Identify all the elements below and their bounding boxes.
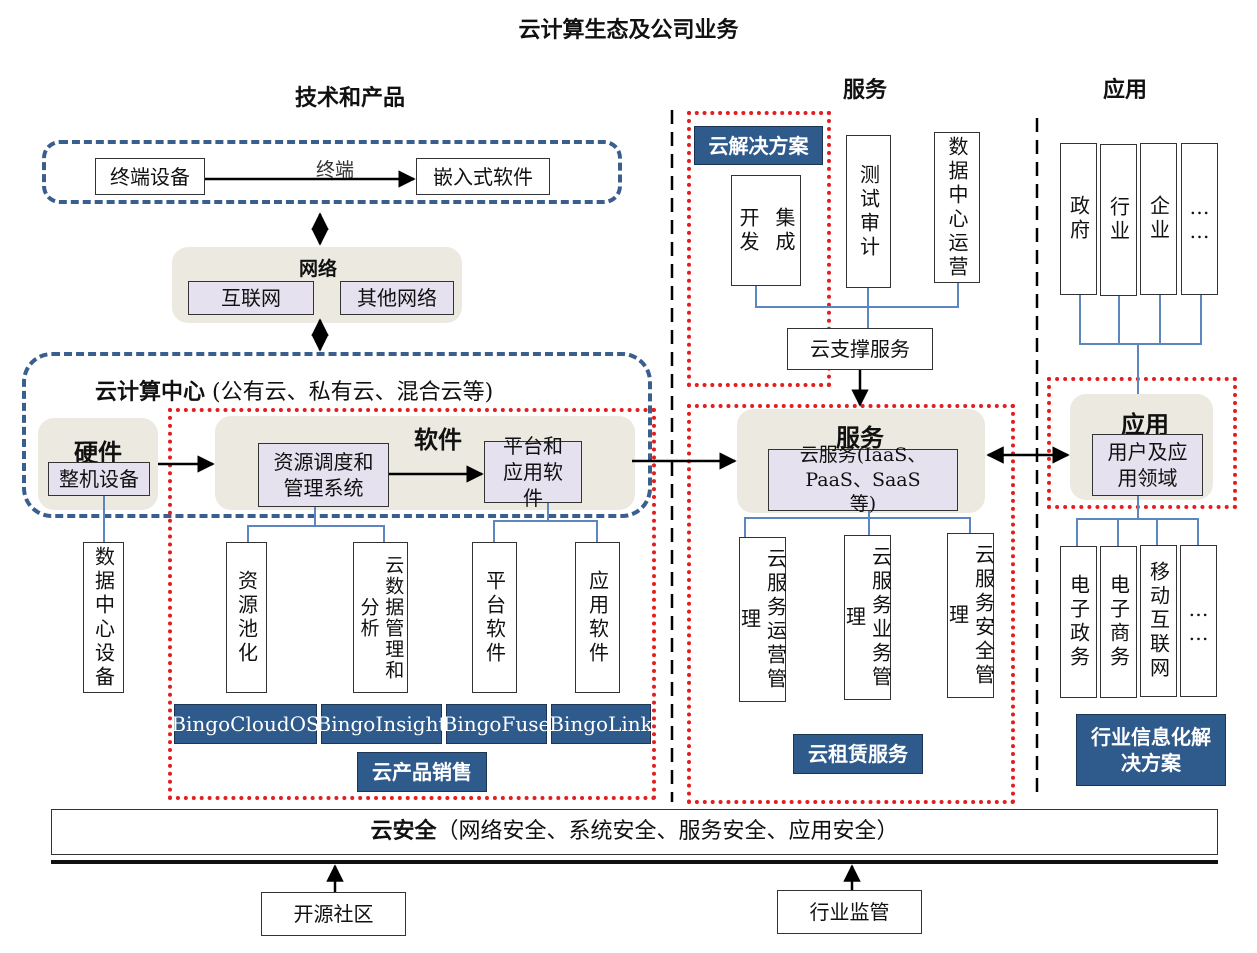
- security-label-rest: （网络安全、系统安全、服务安全、应用安全）: [436, 818, 899, 844]
- dc-operation-box: 数据中心运营: [934, 132, 980, 283]
- cloud-service-box: 云服务(IaaS、PaaS、SaaS 等): [768, 444, 958, 515]
- integration-text: 集成: [772, 206, 796, 255]
- datacenter-label-rest: (公有云、私有云、混合云等): [212, 380, 494, 405]
- section-heading-service: 服务: [842, 78, 887, 103]
- other-network-box: 其他网络: [340, 281, 454, 315]
- users-domain-box: 用户及应用领域: [1092, 434, 1203, 496]
- cloud-security-bar: 云安全 （网络安全、系统安全、服务安全、应用安全）: [51, 809, 1218, 855]
- dev-integration-box: 开发 集成: [731, 175, 801, 286]
- embedded-software-box: 嵌入式软件: [416, 158, 550, 195]
- datacenter-label-bold: 云计算中心: [95, 380, 206, 405]
- cloud-support-box: 云支撑服务: [787, 328, 933, 370]
- datacenter-label: 云计算中心 (公有云、私有云、混合云等): [95, 374, 615, 406]
- solutions-badge: 云解决方案: [694, 126, 823, 165]
- internet-box: 互联网: [188, 281, 314, 315]
- app-bottom-item-mobile: 移动互联网: [1140, 545, 1177, 697]
- software-item-data-mgmt: 云数据管理和分析: [353, 542, 408, 693]
- software-item-platform: 平台软件: [472, 542, 517, 693]
- machine-box: 整机设备: [48, 462, 150, 496]
- app-top-item-more: ……: [1181, 143, 1218, 295]
- dev-text: 开发: [736, 206, 760, 255]
- product-bingolink: BingoLink: [549, 704, 653, 744]
- product-bingoinsight: BingoInsight: [317, 704, 447, 744]
- software-item-application: 应用软件: [575, 542, 620, 693]
- service-item-business: 云服务业务管理: [843, 535, 893, 700]
- dc-equipment-box: 数据中心设备: [83, 542, 124, 693]
- network-label: 网络: [298, 258, 337, 280]
- lease-region: [687, 404, 1015, 804]
- divider-line: [51, 860, 1218, 864]
- open-source-box: 开源社区: [261, 892, 406, 936]
- section-heading-app: 应用: [1102, 78, 1147, 103]
- data-mgmt-text: 云数据管理和分析: [357, 554, 405, 681]
- solutions-region: [687, 111, 831, 387]
- security-label-bold: 云安全: [370, 818, 437, 844]
- section-heading-tech: 技术和产品: [294, 86, 405, 111]
- app-top-item-enterprise: 企业: [1140, 143, 1177, 295]
- app-bottom-item-ecommerce: 电子商务: [1100, 546, 1137, 698]
- service-item-security: 云服务安全管理: [946, 533, 996, 698]
- app-top-item-government: 政府: [1060, 143, 1097, 295]
- app-top-item-industry: 行业: [1100, 144, 1137, 296]
- test-audit-box: 测试审计: [846, 135, 891, 288]
- app-bottom-item-egov: 电子政务: [1060, 546, 1097, 698]
- platform-app-box: 平台和应用软件: [484, 434, 582, 510]
- diagram-title: 云计算生态及公司业务: [518, 18, 739, 43]
- lease-service-badge: 云租赁服务: [793, 734, 923, 774]
- app-bottom-item-more: ……: [1180, 545, 1217, 697]
- product-bingocloudos: BingoCloudOS: [171, 704, 320, 744]
- software-label: 软件: [414, 426, 462, 454]
- scheduler-box: 资源调度和管理系统: [258, 443, 389, 507]
- service-label: 服务: [836, 424, 884, 452]
- terminal-arrow-label: 终端: [315, 159, 354, 181]
- terminal-device-box: 终端设备: [95, 158, 205, 195]
- product-bingofuse: BingoFuse: [443, 704, 550, 744]
- regulation-box: 行业监管: [777, 890, 922, 934]
- product-sales-badge: 云产品销售: [357, 752, 487, 792]
- industry-solution-badge: 行业信息化解决方案: [1076, 714, 1226, 786]
- service-item-ops: 云服务运营管理: [738, 537, 788, 702]
- product-region: [168, 408, 656, 800]
- software-item-resource-pool: 资源池化: [226, 542, 267, 693]
- terminal-group: [42, 140, 622, 204]
